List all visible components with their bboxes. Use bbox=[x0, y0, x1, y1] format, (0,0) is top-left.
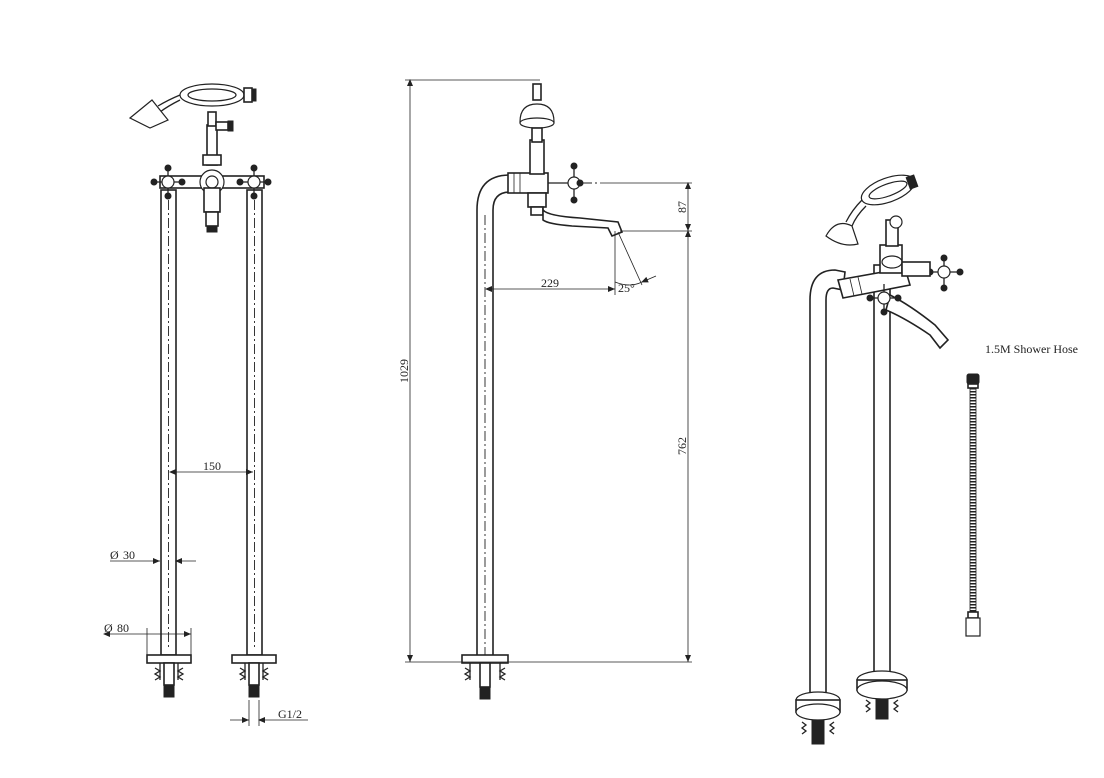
side-valve-body bbox=[507, 139, 549, 216]
dim-thread: G1/2 bbox=[230, 700, 308, 726]
front-right-cross-handle bbox=[236, 164, 272, 200]
front-left-base bbox=[146, 654, 192, 698]
dim-base-diameter-label: 80 bbox=[117, 621, 129, 635]
dim-base-diameter: Ø 80 bbox=[103, 621, 192, 655]
perspective-handset bbox=[825, 174, 919, 246]
front-view: 150 Ø 30 Ø 80 G1/2 bbox=[103, 83, 308, 726]
hose-caption: 1.5M Shower Hose bbox=[985, 342, 1078, 356]
front-left-pipe bbox=[160, 189, 177, 656]
dim-spout-reach: 229 bbox=[485, 231, 616, 295]
front-right-pipe bbox=[246, 189, 263, 656]
dim-spout-reach-label: 229 bbox=[541, 276, 559, 290]
dim-pipe-diameter-symbol: Ø bbox=[110, 548, 119, 562]
dim-spout-height-label: 762 bbox=[675, 437, 689, 455]
shower-hose: 1.5M Shower Hose bbox=[965, 342, 1078, 637]
side-spout bbox=[542, 207, 624, 238]
side-base bbox=[461, 654, 509, 700]
front-left-cross-handle bbox=[150, 164, 186, 200]
perspective-left-handle bbox=[866, 284, 902, 316]
front-handset bbox=[128, 83, 257, 166]
dim-total-height: 1029 bbox=[397, 79, 692, 663]
side-shower-head bbox=[519, 83, 555, 143]
side-view: 1029 87 762 229 25° bbox=[397, 79, 692, 700]
perspective-back-pipe bbox=[856, 264, 908, 720]
dim-total-height-label: 1029 bbox=[397, 359, 411, 383]
side-pipe bbox=[476, 174, 511, 661]
dim-pipe-spacing-label: 150 bbox=[203, 459, 221, 473]
side-cross-handle bbox=[548, 162, 600, 204]
dim-pipe-spacing: 150 bbox=[169, 459, 253, 475]
dim-spout-drop: 87 bbox=[600, 182, 692, 232]
dim-pipe-diameter-label: 30 bbox=[123, 548, 135, 562]
perspective-front-pipe bbox=[795, 269, 846, 745]
front-right-base bbox=[231, 654, 277, 698]
perspective-view bbox=[795, 174, 964, 745]
dim-pipe-diameter: Ø 30 bbox=[110, 548, 196, 564]
dim-spout-height: 762 bbox=[675, 230, 691, 662]
dim-base-diameter-symbol: Ø bbox=[104, 621, 113, 635]
perspective-spout bbox=[885, 293, 950, 350]
perspective-right-handle bbox=[901, 254, 964, 292]
dim-thread-label: G1/2 bbox=[278, 707, 302, 721]
dim-spout-angle-label: 25° bbox=[618, 281, 635, 295]
dim-spout-angle: 25° bbox=[614, 231, 657, 295]
dim-spout-drop-label: 87 bbox=[675, 201, 689, 213]
